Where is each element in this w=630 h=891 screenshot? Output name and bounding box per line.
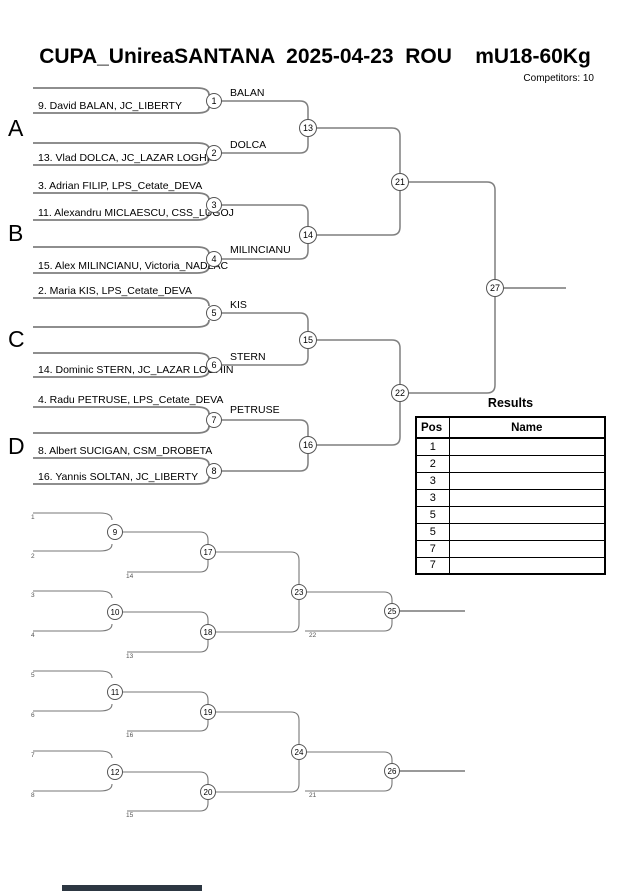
match-circle-7: 7 xyxy=(206,412,222,428)
winner-label: KIS xyxy=(230,299,247,311)
results-row: 2 xyxy=(415,454,606,473)
entrant-name: 8. Albert SUCIGAN, CSM_DROBETA xyxy=(38,445,213,457)
feeder-number: 13 xyxy=(126,653,134,660)
results-name xyxy=(448,471,606,490)
bottom-edge-bar xyxy=(62,885,202,891)
feeder-number: 21 xyxy=(309,792,317,799)
pool-label-d: D xyxy=(8,433,25,459)
entrant-name: 13. Vlad DOLCA, JC_LAZAR LOGHIN xyxy=(38,152,218,164)
match-circle-4: 4 xyxy=(206,251,222,267)
winner-label: PETRUSE xyxy=(230,404,280,416)
pool-label-a: A xyxy=(8,115,24,141)
match-circle-13: 13 xyxy=(299,119,317,137)
results-row: 7 xyxy=(415,539,606,558)
match-circle-1: 1 xyxy=(206,93,222,109)
match-circle-10: 10 xyxy=(107,604,123,620)
entrant-name: 4. Radu PETRUSE, LPS_Cetate_DEVA xyxy=(38,394,224,406)
match-circle-3: 3 xyxy=(206,197,222,213)
match-circle-17: 17 xyxy=(200,544,216,560)
results-row: 1 xyxy=(415,437,606,456)
results-name xyxy=(448,556,606,575)
winner-label: BALAN xyxy=(230,87,265,99)
results-table: Pos Name 1 2 3 3 5 xyxy=(415,416,606,575)
results-name xyxy=(448,437,606,456)
competitors-count: Competitors: 10 xyxy=(523,73,594,84)
results-pos: 1 xyxy=(415,437,450,456)
feeder-number: 8 xyxy=(31,792,35,799)
results-panel: Results Pos Name 1 2 3 3 xyxy=(415,396,606,575)
results-title: Results xyxy=(487,396,534,410)
match-circle-12: 12 xyxy=(107,764,123,780)
match-circle-2: 2 xyxy=(206,145,222,161)
feeder-number: 1 xyxy=(31,514,35,521)
results-pos: 5 xyxy=(415,522,450,541)
winner-label: DOLCA xyxy=(230,139,267,151)
results-name xyxy=(448,539,606,558)
results-pos: 7 xyxy=(415,556,450,575)
results-pos: 5 xyxy=(415,505,450,524)
match-circle-6: 6 xyxy=(206,357,222,373)
feeder-number: 15 xyxy=(126,812,134,819)
feeder-number: 5 xyxy=(31,672,35,679)
match-circle-15: 15 xyxy=(299,331,317,349)
feeder-number: 14 xyxy=(126,573,134,580)
match-circle-24: 24 xyxy=(291,744,307,760)
results-pos: 7 xyxy=(415,539,450,558)
results-col-pos: Pos xyxy=(415,416,450,439)
results-row: 3 xyxy=(415,488,606,507)
results-pos: 3 xyxy=(415,488,450,507)
results-name xyxy=(448,505,606,524)
entrant-name: 15. Alex MILINCIANU, Victoria_NADLAC xyxy=(38,260,229,272)
entrant-name: 11. Alexandru MICLAESCU, CSS_LUGOJ xyxy=(38,207,234,219)
feeder-number: 16 xyxy=(126,732,134,739)
match-circle-16: 16 xyxy=(299,436,317,454)
feeder-number: 3 xyxy=(31,592,35,599)
results-row: 5 xyxy=(415,505,606,524)
entrant-name: 3. Adrian FILIP, LPS_Cetate_DEVA xyxy=(38,180,203,192)
match-circle-14: 14 xyxy=(299,226,317,244)
results-row: 7 xyxy=(415,556,606,575)
feeder-number: 22 xyxy=(309,632,317,639)
match-circle-8: 8 xyxy=(206,463,222,479)
results-name xyxy=(448,488,606,507)
results-row: 3 xyxy=(415,471,606,490)
results-col-name: Name xyxy=(448,416,606,439)
results-pos: 2 xyxy=(415,454,450,473)
results-row: 5 xyxy=(415,522,606,541)
entrant-name: 16. Yannis SOLTAN, JC_LIBERTY xyxy=(38,471,199,483)
feeder-number: 4 xyxy=(31,632,35,639)
match-circle-20: 20 xyxy=(200,784,216,800)
winner-label: STERN xyxy=(230,351,266,363)
entrant-name: 2. Maria KIS, LPS_Cetate_DEVA xyxy=(38,285,192,297)
pool-label-c: C xyxy=(8,326,25,352)
results-pos: 3 xyxy=(415,471,450,490)
match-circle-27: 27 xyxy=(486,279,504,297)
feeder-number: 6 xyxy=(31,712,35,719)
results-name xyxy=(448,522,606,541)
feeder-number: 7 xyxy=(31,752,35,759)
match-circle-26: 26 xyxy=(384,763,400,779)
match-circle-19: 19 xyxy=(200,704,216,720)
match-circle-21: 21 xyxy=(391,173,409,191)
entrant-name: 9. David BALAN, JC_LIBERTY xyxy=(38,100,182,112)
entrant-name: 14. Dominic STERN, JC_LAZAR LOGHIN xyxy=(38,364,234,376)
match-circle-5: 5 xyxy=(206,305,222,321)
match-circle-25: 25 xyxy=(384,603,400,619)
match-circle-11: 11 xyxy=(107,684,123,700)
page-title: CUPA_UnireaSANTANA 2025-04-23 ROU mU18-6… xyxy=(39,45,591,68)
match-circle-18: 18 xyxy=(200,624,216,640)
match-circle-23: 23 xyxy=(291,584,307,600)
feeder-number: 2 xyxy=(31,553,35,560)
pool-label-b: B xyxy=(8,220,24,246)
match-circle-9: 9 xyxy=(107,524,123,540)
match-circle-22: 22 xyxy=(391,384,409,402)
winner-label: MILINCIANU xyxy=(230,244,291,256)
results-name xyxy=(448,454,606,473)
